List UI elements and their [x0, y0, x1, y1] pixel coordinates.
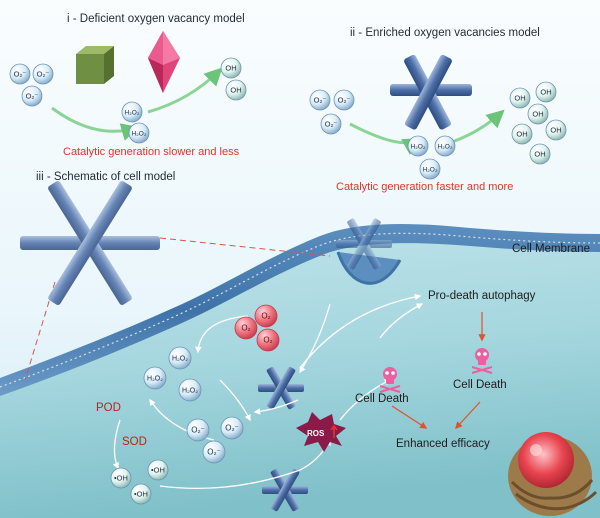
- oh-bubble-ii: [511, 123, 533, 145]
- oh-bubble-ii-label: OH: [514, 94, 525, 103]
- oh-bubble-ii-label: OH: [516, 130, 527, 139]
- h2o2-bubble-ii-label: H₂O₂: [423, 167, 438, 174]
- arrow-ii-out: [451, 109, 505, 144]
- oh-bubble-ii-label: OH: [550, 126, 561, 135]
- superoxide-bubble-ii: [309, 89, 331, 111]
- superoxide-bubble-i: [9, 63, 31, 85]
- zoom-line-left: [24, 281, 56, 381]
- skull-icon-right: [471, 348, 493, 374]
- oh-bubble-ii: [529, 143, 551, 165]
- superoxide-bubble-cell: [220, 416, 244, 440]
- cell-death-left-label: Cell Death: [355, 393, 409, 405]
- oh-bubble-i: [220, 57, 242, 79]
- panel-ii-caption: Catalytic generation faster and more: [336, 181, 514, 193]
- hydroxyl-bubble-label: •OH: [134, 490, 148, 499]
- nanorod-catalyst-large: [20, 181, 160, 305]
- zoom-line-top: [159, 237, 331, 257]
- ros-label: ROS: [307, 429, 325, 438]
- o2-bubble-label: O₂: [263, 336, 272, 345]
- oh-bubble-i: [225, 79, 247, 101]
- h2o2-bubble-i-label: H₂O₂: [132, 131, 147, 138]
- superoxide-bubble-cell-label: O₂⁻: [207, 448, 221, 457]
- o2-bubble: [256, 328, 280, 352]
- h2o2-bubble-cell-label: H₂O₂: [172, 356, 188, 363]
- cell-interior: [0, 237, 600, 518]
- nanorod-entering-membrane: [336, 218, 392, 270]
- h2o2-bubble-i: [121, 101, 143, 123]
- panel-ii-title: ii - Enriched oxygen vacancies model: [350, 27, 540, 39]
- o2-bubble: [254, 304, 278, 328]
- efficacy-label: Enhanced efficacy: [396, 438, 490, 450]
- hydroxyl-bubble-label: •OH: [151, 466, 165, 475]
- superoxide-bubble-ii-label: O₂⁻: [314, 96, 327, 105]
- superoxide-bubble-ii: [320, 113, 342, 135]
- oh-bubble-ii: [535, 81, 557, 103]
- arrow-i-out: [147, 67, 223, 114]
- superoxide-bubble-cell-label: O₂⁻: [191, 426, 205, 435]
- oh-bubble-i-label: OH: [225, 64, 236, 73]
- o2-bubble-label: O₂: [261, 312, 270, 321]
- oh-bubble-ii-label: OH: [534, 150, 545, 159]
- membrane-label: Cell Membrane: [512, 243, 590, 255]
- h2o2-bubble-ii: [407, 135, 429, 157]
- oh-bubble-ii: [509, 87, 531, 109]
- ros-burst: [296, 412, 346, 452]
- superoxide-bubble-cell: [186, 418, 210, 442]
- oh-bubble-ii-label: OH: [532, 110, 543, 119]
- o2-bubble: [234, 316, 258, 340]
- octahedron-crystal: [148, 31, 180, 93]
- ros-up-arrow: [330, 424, 338, 438]
- oh-bubble-ii: [545, 119, 567, 141]
- hydroxyl-bubble: [110, 467, 132, 489]
- oh-bubble-ii: [527, 103, 549, 125]
- h2o2-bubble-ii: [419, 158, 441, 180]
- hydroxyl-bubble: [130, 483, 152, 505]
- nanorod-intracellular-1: [258, 366, 304, 410]
- oh-bubble-i-label: OH: [230, 86, 241, 95]
- h2o2-bubble-i: [128, 122, 150, 144]
- h2o2-bubble-cell-label: H₂O₂: [147, 376, 163, 383]
- hydroxyl-bubble: [147, 459, 169, 481]
- h2o2-bubble-ii: [434, 135, 456, 157]
- superoxide-bubble-cell-label: O₂⁻: [225, 424, 239, 433]
- panel-i-caption: Catalytic generation slower and less: [63, 146, 240, 158]
- hydroxyl-bubble-label: •OH: [114, 474, 128, 483]
- panel-iii-title: iii - Schematic of cell model: [36, 171, 176, 183]
- h2o2-bubble-cell: [168, 346, 192, 370]
- arrow-i-in: [51, 106, 140, 141]
- membrane-lipid-line: [0, 232, 600, 388]
- o2-bubble-label: O₂: [241, 324, 250, 333]
- cube-crystal: [76, 46, 114, 84]
- superoxide-bubble-ii: [333, 89, 355, 111]
- superoxide-bubble-ii-label: O₂⁻: [338, 96, 351, 105]
- nanorod-catalyst-ii: [390, 54, 472, 130]
- skull-icon-left: [379, 367, 401, 393]
- reaction-cycle-arrows: [112, 293, 424, 490]
- molecule-bubbles: O₂⁻ O₂⁻ O₂⁻ H₂O₂ H₂O₂ OH OH O₂⁻ O₂⁻ O₂⁻ H₂O₂ H₂O₂ H₂…: [9, 57, 567, 505]
- superoxide-bubble-i-label: O₂⁻: [26, 92, 39, 101]
- h2o2-bubble-ii-label: H₂O₂: [411, 144, 426, 151]
- superoxide-bubble-i-label: O₂⁻: [37, 70, 50, 79]
- h2o2-bubble-cell-label: H₂O₂: [182, 388, 198, 395]
- outcome-arrows: [391, 312, 486, 430]
- panel-i-title: i - Deficient oxygen vacancy model: [67, 13, 245, 25]
- h2o2-bubble-i-label: H₂O₂: [125, 110, 140, 117]
- h2o2-bubble-cell: [178, 378, 202, 402]
- oh-bubble-ii-label: OH: [540, 88, 551, 97]
- superoxide-bubble-cell: [202, 440, 226, 464]
- h2o2-bubble-cell: [143, 366, 167, 390]
- nanorod-intracellular-2: [262, 468, 308, 512]
- h2o2-bubble-ii-label: H₂O₂: [438, 144, 453, 151]
- superoxide-bubble-i: [32, 63, 54, 85]
- cell-death-right-label: Cell Death: [453, 379, 507, 391]
- cell-organelle-illustration: [508, 432, 598, 516]
- superoxide-bubble-i-label: O₂⁻: [14, 70, 27, 79]
- superoxide-bubble-ii-label: O₂⁻: [325, 120, 338, 129]
- superoxide-bubble-i: [21, 85, 43, 107]
- sod-label: SOD: [122, 436, 147, 448]
- autophagy-label: Pro-death autophagy: [428, 290, 536, 302]
- pod-label: POD: [96, 402, 121, 414]
